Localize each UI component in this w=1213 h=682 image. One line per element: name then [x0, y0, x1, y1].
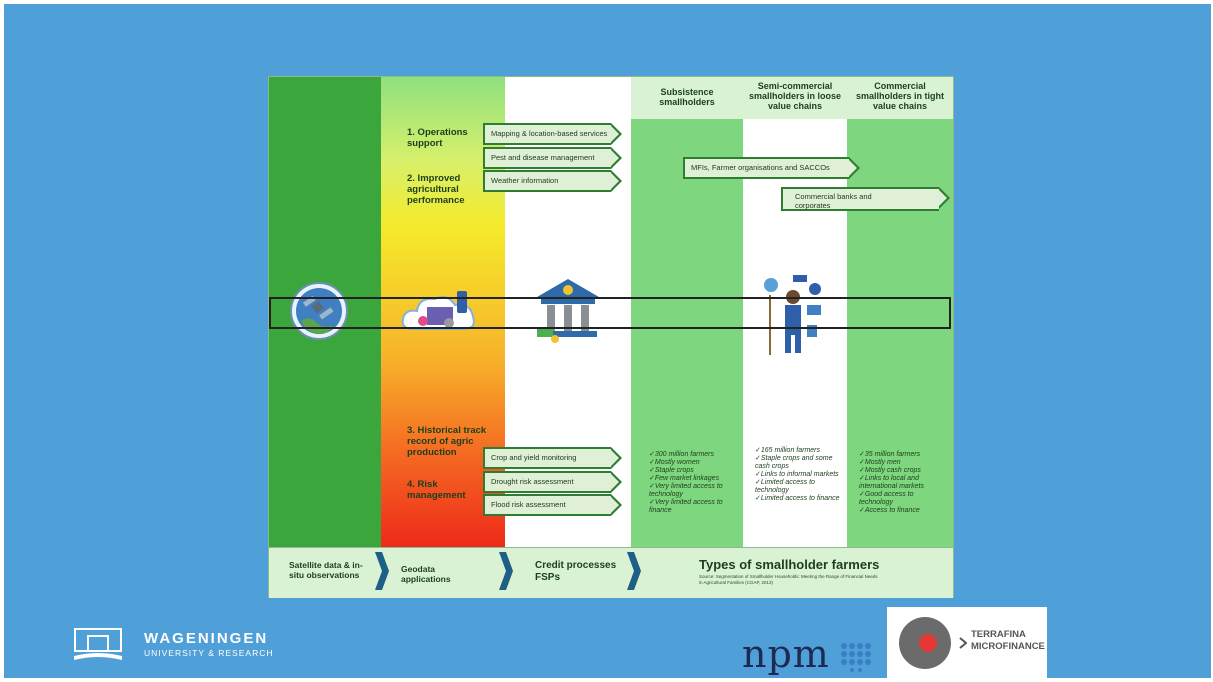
chevron-right-icon — [627, 552, 641, 590]
chevron-right-icon — [499, 552, 513, 590]
npm-text: npm — [742, 632, 830, 676]
ops-title: 1. Operations support — [407, 127, 468, 149]
list-item: 35 million farmers — [859, 451, 949, 459]
slide: 1. Operations support 2. Improved agricu… — [4, 4, 1211, 678]
list-item: Limited access to technology — [755, 479, 841, 495]
subsistence-header: Subsistence smallholders — [659, 87, 715, 107]
semi-commercial-header: Semi-commercial smallholders in loose va… — [748, 81, 842, 111]
list-item: Mostly women — [649, 459, 731, 467]
highlight-box — [269, 297, 951, 329]
wageningen-mark-icon — [74, 628, 122, 660]
list-item: Good access to technology — [859, 491, 949, 507]
history-title: 3. Historical track record of agric prod… — [407, 425, 487, 458]
wageningen-sub: UNIVERSITY & RESEARCH — [144, 648, 274, 658]
commercial-column: Commercial smallholders in tight value c… — [847, 77, 953, 547]
list-item: Mostly cash crops — [859, 467, 949, 475]
footer-geodata: Geodata applications — [401, 564, 451, 584]
service-arrow-drought: Drought risk assessment — [483, 471, 622, 493]
footer-source: Source: Segmentation of Smallholder Hous… — [699, 574, 878, 585]
chevron-right-icon — [959, 637, 967, 649]
finance-arrow-banks-label: Commercial banks and corporates — [795, 192, 872, 210]
list-item: 165 million farmers — [755, 447, 841, 455]
terrafina-logo: i TERRAFINA MICROFINANCE — [887, 607, 1047, 678]
satellite-column — [269, 77, 381, 547]
footer-types-title: Types of smallholder farmers — [699, 557, 880, 572]
commercial-header: Commercial smallholders in tight value c… — [855, 81, 944, 111]
wageningen-logo: WAGENINGEN UNIVERSITY & RESEARCH — [74, 628, 354, 668]
chevron-right-icon — [375, 552, 389, 590]
service-arrow-crop: Crop and yield monitoring — [483, 447, 622, 469]
list-item: Staple crops — [649, 467, 731, 475]
list-item: Links to local and international markets — [859, 475, 949, 491]
perf-title: 2. Improved agricultural performance — [407, 173, 465, 206]
semi-commercial-list: 165 million farmers Staple crops and som… — [755, 447, 841, 503]
list-item: Staple crops and some cash crops — [755, 455, 841, 471]
risk-title: 4. Risk management — [407, 479, 466, 501]
subsistence-column: Subsistence smallholders 300 million far… — [631, 77, 743, 547]
terrafina-line2: MICROFINANCE — [971, 641, 1045, 652]
bank-icon — [537, 279, 599, 343]
list-item: Links to informal markets — [755, 471, 841, 479]
footer-band: Satellite data & in-situ observations Ge… — [269, 547, 953, 598]
service-arrow-pest: Pest and disease management — [483, 147, 622, 169]
service-arrow-flood: Flood risk assessment — [483, 494, 622, 516]
footer-satellite: Satellite data & in-situ observations — [289, 560, 363, 580]
finance-arrow-mfis: MFIs, Farmer organisations and SACCOs — [683, 157, 860, 179]
terrafina-line1: TERRAFINA — [971, 629, 1026, 640]
list-item: Limited access to finance — [755, 495, 841, 503]
list-item: Very limited access to technology — [649, 483, 731, 499]
finance-arrow-banks: Commercial banks and corporates — [781, 187, 950, 211]
wageningen-name: WAGENINGEN — [144, 630, 269, 647]
npm-dots-icon — [841, 643, 871, 672]
list-item: 300 million farmers — [649, 451, 731, 459]
icco-icon: i — [899, 617, 951, 669]
list-item: Mostly men — [859, 459, 949, 467]
service-arrow-weather: Weather information — [483, 170, 622, 192]
list-item: Few market linkages — [649, 475, 731, 483]
diagram-panel: 1. Operations support 2. Improved agricu… — [268, 76, 954, 598]
list-item: Very limited access to finance — [649, 499, 731, 515]
semi-commercial-column: Semi-commercial smallholders in loose va… — [743, 77, 847, 547]
subsistence-list: 300 million farmers Mostly women Staple … — [649, 451, 731, 515]
npm-logo: npm — [742, 632, 882, 676]
service-arrow-mapping: Mapping & location-based services — [483, 123, 622, 145]
list-item: Access to finance — [859, 507, 949, 515]
footer-credit: Credit processes FSPs — [535, 560, 617, 583]
geodata-cloud-icon — [401, 291, 475, 330]
commercial-list: 35 million farmers Mostly men Mostly cas… — [859, 451, 949, 515]
